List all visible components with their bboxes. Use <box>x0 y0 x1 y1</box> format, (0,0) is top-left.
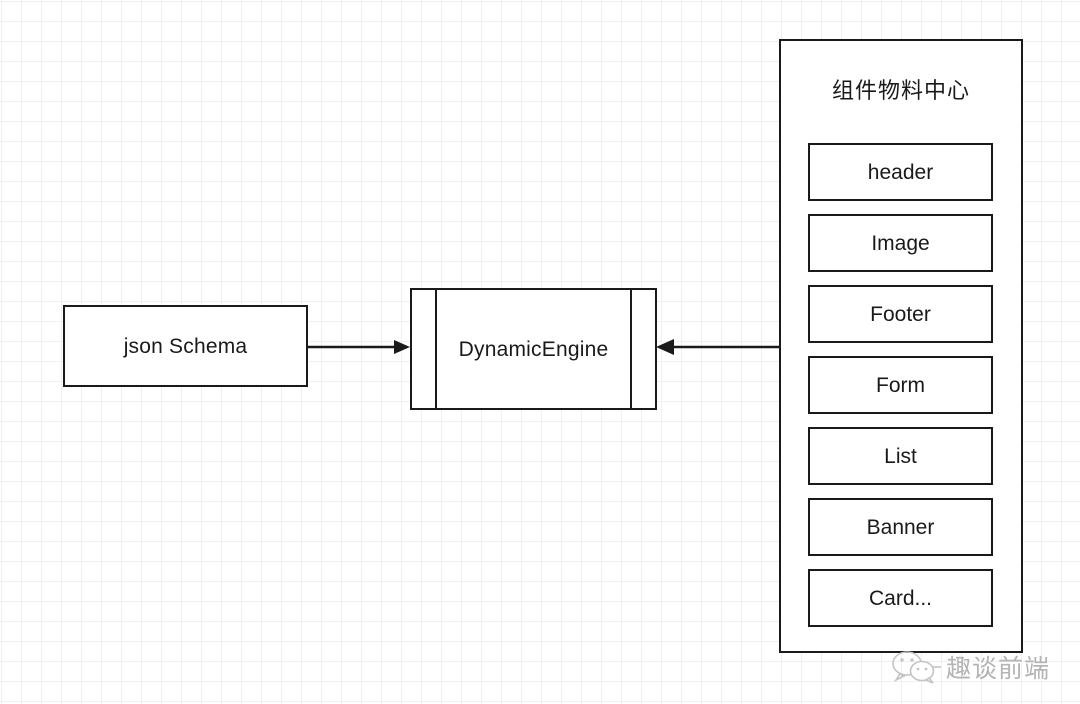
node-dynamic-engine-label: DynamicEngine <box>458 337 609 361</box>
component-item-label: List <box>884 444 917 468</box>
arrowhead-left-icon <box>656 339 674 355</box>
panel-material-center-title: 组件物料中心 <box>831 78 970 103</box>
component-item[interactable]: List <box>808 427 993 485</box>
process-bar-left-icon <box>435 290 437 408</box>
watermark-text: 趣谈前端 <box>946 655 1051 683</box>
component-item[interactable]: Footer <box>808 285 993 343</box>
component-item[interactable]: Banner <box>808 498 993 556</box>
wechat-icon <box>892 651 941 684</box>
connector-schema-to-engine <box>306 340 410 354</box>
component-item-label: Footer <box>870 302 931 326</box>
component-item-label: Banner <box>866 515 935 539</box>
node-dynamic-engine[interactable]: DynamicEngine <box>410 288 657 410</box>
component-item[interactable]: Card... <box>808 569 993 627</box>
component-item-label: header <box>867 160 934 184</box>
component-item-label: Image <box>871 231 930 255</box>
component-item[interactable]: header <box>808 143 993 201</box>
component-item-label: Form <box>876 373 925 397</box>
component-item[interactable]: Image <box>808 214 993 272</box>
process-bar-right-icon <box>630 290 632 408</box>
component-item[interactable]: Form <box>808 356 993 414</box>
node-json-schema-label: json Schema <box>123 334 248 358</box>
arrowhead-right-icon <box>394 340 410 354</box>
component-item-label: Card... <box>868 586 933 610</box>
node-json-schema[interactable]: json Schema <box>63 305 308 387</box>
connector-center-to-engine <box>656 339 785 355</box>
